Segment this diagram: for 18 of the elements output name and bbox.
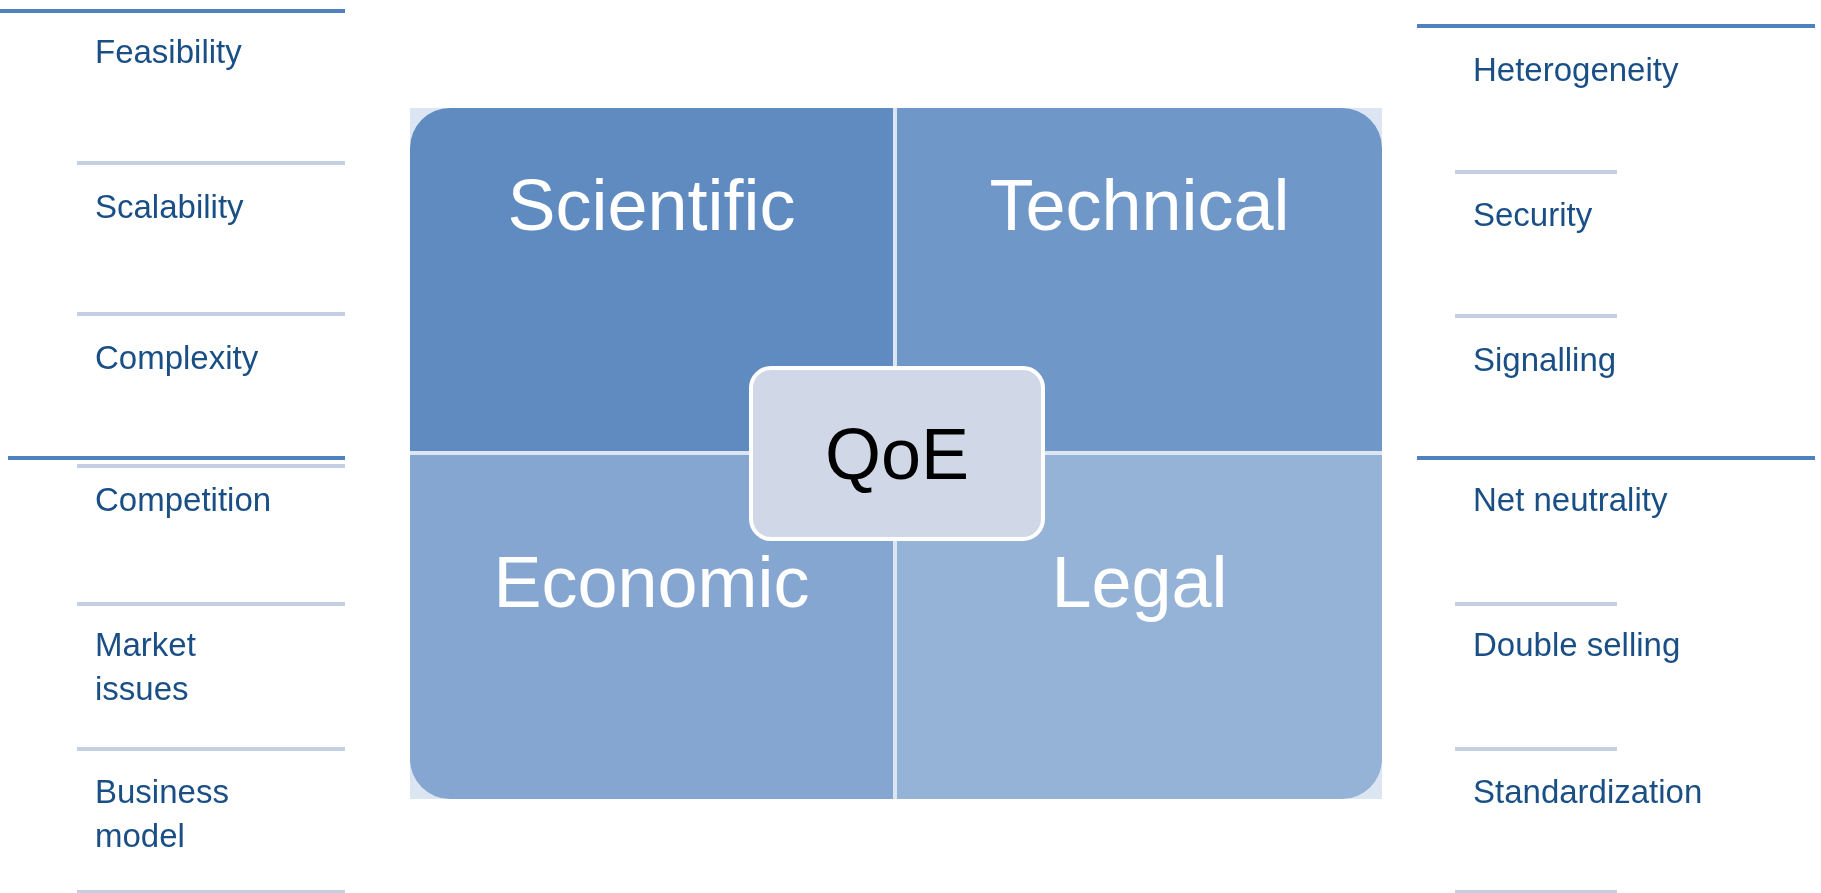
quadrant-title: Technical — [989, 163, 1290, 246]
center-box — [749, 366, 1045, 541]
topic-label: Market issues — [95, 625, 197, 709]
quadrant-title: Legal — [1051, 541, 1228, 623]
topic-label: Scalability — [95, 187, 245, 227]
quadrant-title: Economic — [493, 541, 810, 623]
topic-label: Double selling — [1473, 625, 1682, 665]
topic-label: Competition — [95, 480, 273, 520]
topic-label: Business model — [95, 772, 230, 856]
topic-label: Heterogeneity — [1473, 50, 1680, 90]
topic-label: Net neutrality — [1473, 480, 1669, 520]
topic-label: Standardization — [1473, 772, 1704, 812]
quadrant-title: Scientific — [507, 163, 796, 246]
topic-label: Feasibility — [95, 32, 243, 72]
topic-label: Signalling — [1473, 340, 1618, 380]
topic-label: Security — [1473, 195, 1594, 235]
topic-label: Complexity — [95, 338, 260, 378]
center-title: QoE — [824, 412, 970, 495]
